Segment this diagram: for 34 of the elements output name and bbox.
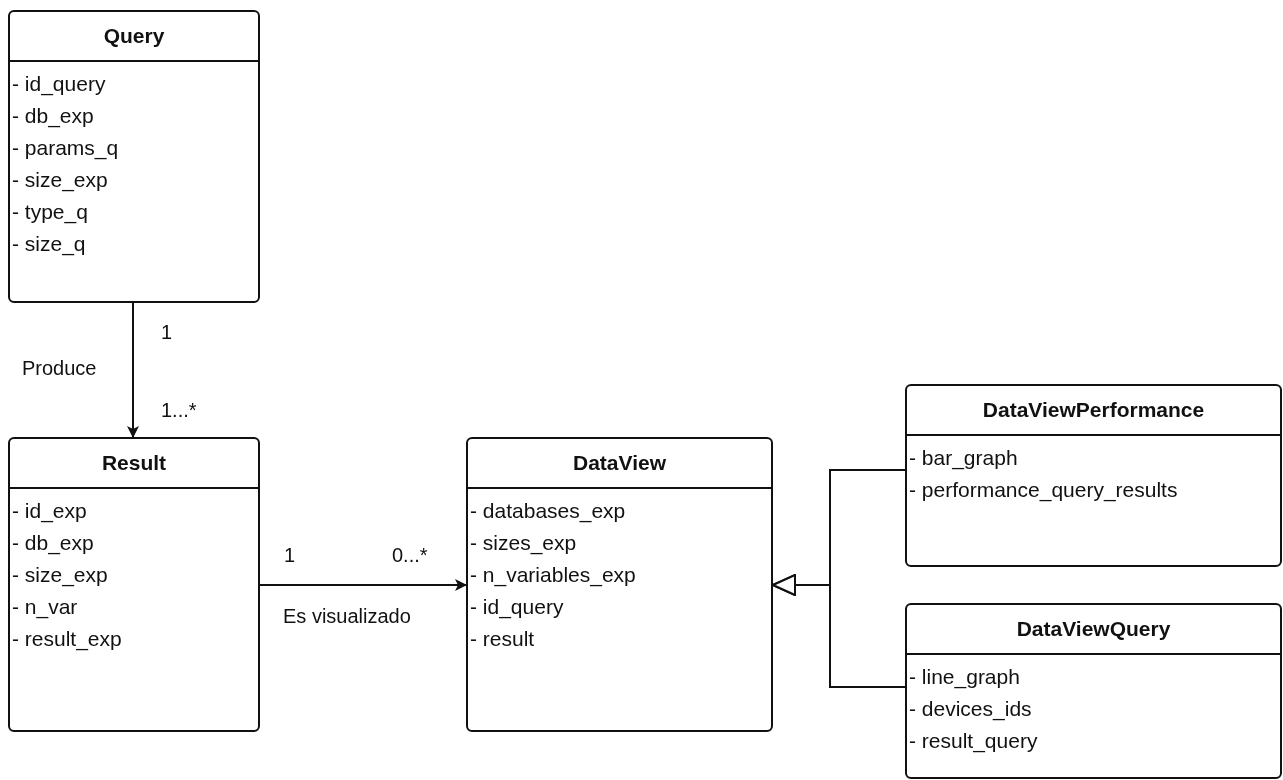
attribute-text: - databases_exp <box>469 498 627 525</box>
attribute-text: - id_query <box>469 594 565 621</box>
attribute-text: - devices_ids <box>908 696 1033 723</box>
attribute-text: - performance_query_results <box>908 477 1179 504</box>
attribute-text: - n_variables_exp <box>469 562 637 589</box>
attribute-text: - type_q <box>11 199 89 226</box>
attribute-text: - bar_graph <box>908 445 1019 472</box>
attribute-text: - size_exp <box>11 562 109 589</box>
attribute-text: - params_q <box>11 135 120 162</box>
association-arrow <box>259 579 467 591</box>
attribute-text: - line_graph <box>908 664 1021 691</box>
attribute-text: - id_exp <box>11 498 88 525</box>
class-name: DataViewQuery <box>907 605 1280 655</box>
class-name: DataViewPerformance <box>907 386 1280 436</box>
class-box <box>466 437 773 732</box>
attribute-text: - sizes_exp <box>469 530 578 557</box>
attribute-text: - result <box>469 626 536 652</box>
attribute-text: - size_q <box>11 231 87 258</box>
class-name: Result <box>10 439 258 489</box>
class-box <box>905 384 1282 567</box>
class-name: Query <box>10 12 258 62</box>
class-box <box>8 437 260 732</box>
attribute-text: - db_exp <box>11 103 95 130</box>
attribute-text: - n_var <box>11 594 79 621</box>
class-name: DataView <box>468 439 771 489</box>
attribute-text: - id_query <box>11 71 107 98</box>
attribute-text: - size_exp <box>11 167 109 194</box>
class-box <box>8 10 260 303</box>
association-arrow <box>127 302 139 438</box>
attribute-text: - db_exp <box>11 530 95 557</box>
class-box <box>905 603 1282 779</box>
inheritance-arrow <box>772 574 906 688</box>
attribute-text: - result_query <box>908 728 1039 755</box>
attribute-text: - result_exp <box>11 626 123 653</box>
